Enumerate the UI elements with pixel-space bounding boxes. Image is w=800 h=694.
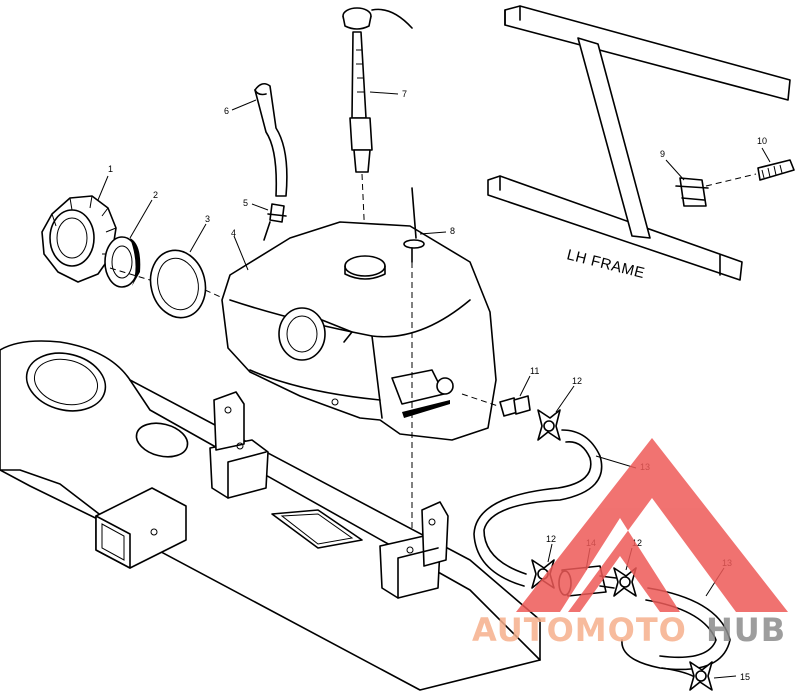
callout-2: 2 (153, 190, 158, 200)
callout-3: 3 (205, 214, 210, 224)
clip-part-9 (675, 177, 709, 207)
filler-neck-part-2 (104, 236, 141, 288)
watermark-text-hub: HUB (706, 611, 786, 649)
gasket-part-3 (149, 249, 207, 319)
callout-12-right: 12 (632, 538, 642, 548)
callout-10: 10 (757, 136, 767, 146)
callout-1: 1 (108, 164, 113, 174)
dipstick-part-7 (342, 7, 413, 263)
fastener-part-8 (403, 187, 425, 540)
lh-frame (487, 5, 791, 281)
callout-8: 8 (450, 226, 455, 236)
callout-11: 11 (530, 366, 539, 376)
clamp-part-12-top (537, 409, 561, 441)
fuel-line-part-13 (473, 429, 731, 679)
callout-6: 6 (224, 106, 229, 116)
frame-crossmember (0, 340, 541, 691)
callout-15: 15 (740, 672, 750, 682)
vent-hose-part-6 (254, 82, 288, 197)
watermark-triangle-icon (516, 438, 788, 612)
clamp-part-12-right (613, 567, 637, 597)
fuel-tank-part-4 (221, 221, 497, 441)
filler-cap-part-1 (41, 195, 117, 283)
watermark: AUTOMOTO HUB (472, 438, 788, 649)
fitting-part-11 (461, 393, 531, 417)
check-valve-part-5 (263, 203, 287, 241)
callout-7: 7 (402, 89, 407, 99)
clamp-part-15 (689, 661, 713, 691)
screw-part-10 (705, 159, 795, 187)
callout-5: 5 (243, 198, 248, 208)
callout-9: 9 (660, 149, 665, 159)
callout-4: 4 (231, 228, 236, 238)
lh-frame-label: LH FRAME (565, 246, 647, 282)
callout-12-top: 12 (572, 376, 582, 386)
watermark-text-automoto: AUTOMOTO (472, 611, 687, 649)
callout-12-left: 12 (546, 534, 556, 544)
